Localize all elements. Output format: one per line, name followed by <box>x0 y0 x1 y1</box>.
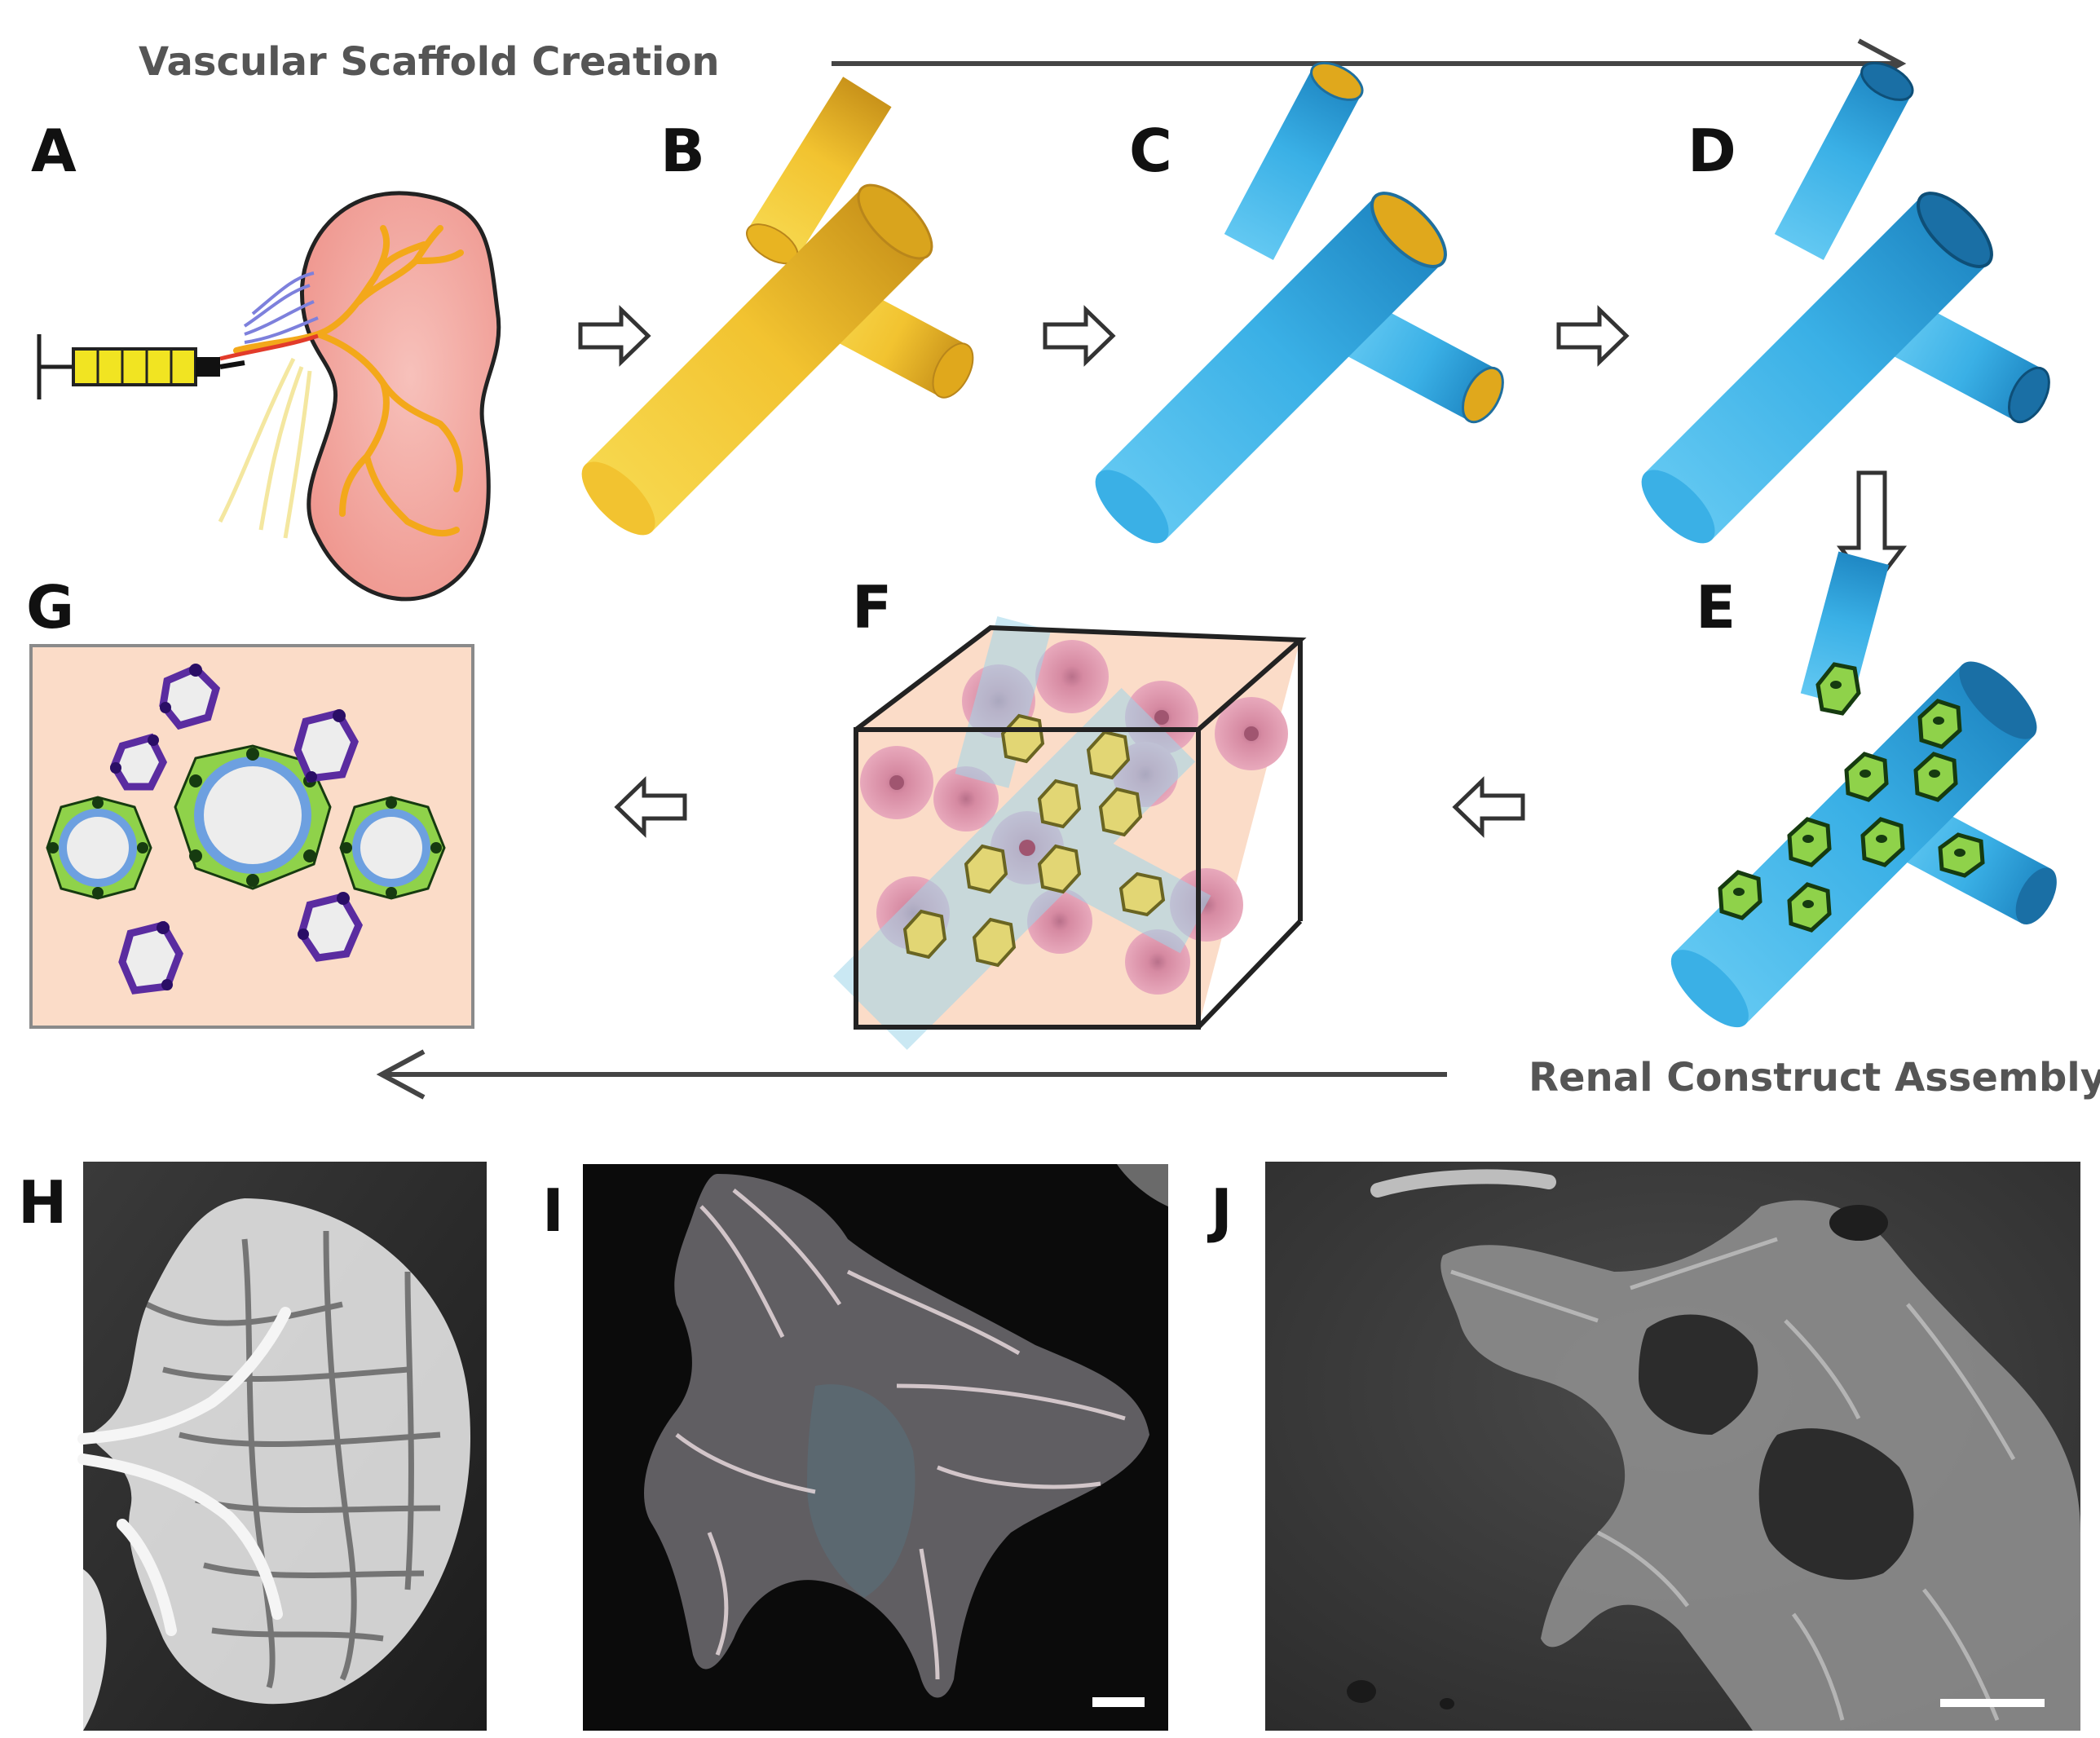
bottom-flow-label: Renal Construct Assembly <box>1529 1055 2100 1101</box>
panel-label-a: A <box>31 117 77 185</box>
sem-structure <box>1440 1200 2080 1731</box>
cast-outline <box>90 1198 471 1705</box>
panel-a-kidney-injection <box>37 191 501 602</box>
panel-label-c: C <box>1129 117 1172 185</box>
arterial-tree <box>233 225 464 537</box>
red-artery-segment <box>219 333 319 361</box>
panel-h-vascular-cast-photo <box>77 1162 487 1731</box>
panel-j-sem-image <box>1265 1162 2080 1731</box>
step-arrow-c-d <box>1556 305 1630 367</box>
step-arrow-f-g <box>614 776 687 838</box>
podocyte-nuclei <box>110 664 350 990</box>
ureter-strands <box>218 357 312 539</box>
panel-label-d: D <box>1688 117 1736 185</box>
panel-i-scaffold-photo <box>583 1164 1168 1731</box>
panel-c-coated-template <box>1095 61 1504 544</box>
panel-label-i: I <box>542 1176 564 1245</box>
left-vessel <box>46 796 152 900</box>
syringe-icon <box>37 334 245 399</box>
panel-g-cross-section <box>29 644 474 1029</box>
right-vessel <box>339 796 446 900</box>
step-arrow-a-b <box>578 305 651 367</box>
cast-branches <box>145 1230 441 1689</box>
panel-label-j: J <box>1207 1176 1233 1245</box>
endothelial-nuclei <box>1733 681 1965 908</box>
renal-cell-nuclei <box>889 710 1259 856</box>
top-flow-label: Vascular Scaffold Creation <box>139 39 720 85</box>
scale-bar-i <box>1092 1697 1145 1707</box>
panel-label-f: F <box>852 573 892 642</box>
bottom-flow-arrowhead <box>376 1049 426 1100</box>
step-arrow-e-f <box>1452 776 1525 838</box>
epithelial-cells <box>902 713 1166 968</box>
vein-branches <box>243 271 319 344</box>
cast-hilum <box>77 1307 291 1636</box>
panel-b-yellow-template <box>581 77 974 536</box>
panel-f-renal-construct-cube <box>833 615 1307 1050</box>
cube-edges <box>854 624 1307 1030</box>
panel-label-e: E <box>1696 573 1736 642</box>
scale-bar-j <box>1940 1699 2045 1707</box>
step-arrow-b-c <box>1043 305 1116 367</box>
panel-e-endothelialized-scaffold <box>1670 551 2057 1028</box>
large-vessel <box>174 744 332 890</box>
kidney-outline <box>300 191 501 602</box>
panel-label-g: G <box>26 573 74 642</box>
panel-label-h: H <box>18 1168 67 1237</box>
panel-label-b: B <box>660 117 705 185</box>
panel-d-hollow-scaffold <box>1641 61 2050 544</box>
scaffold-fibers <box>675 1189 1126 1680</box>
